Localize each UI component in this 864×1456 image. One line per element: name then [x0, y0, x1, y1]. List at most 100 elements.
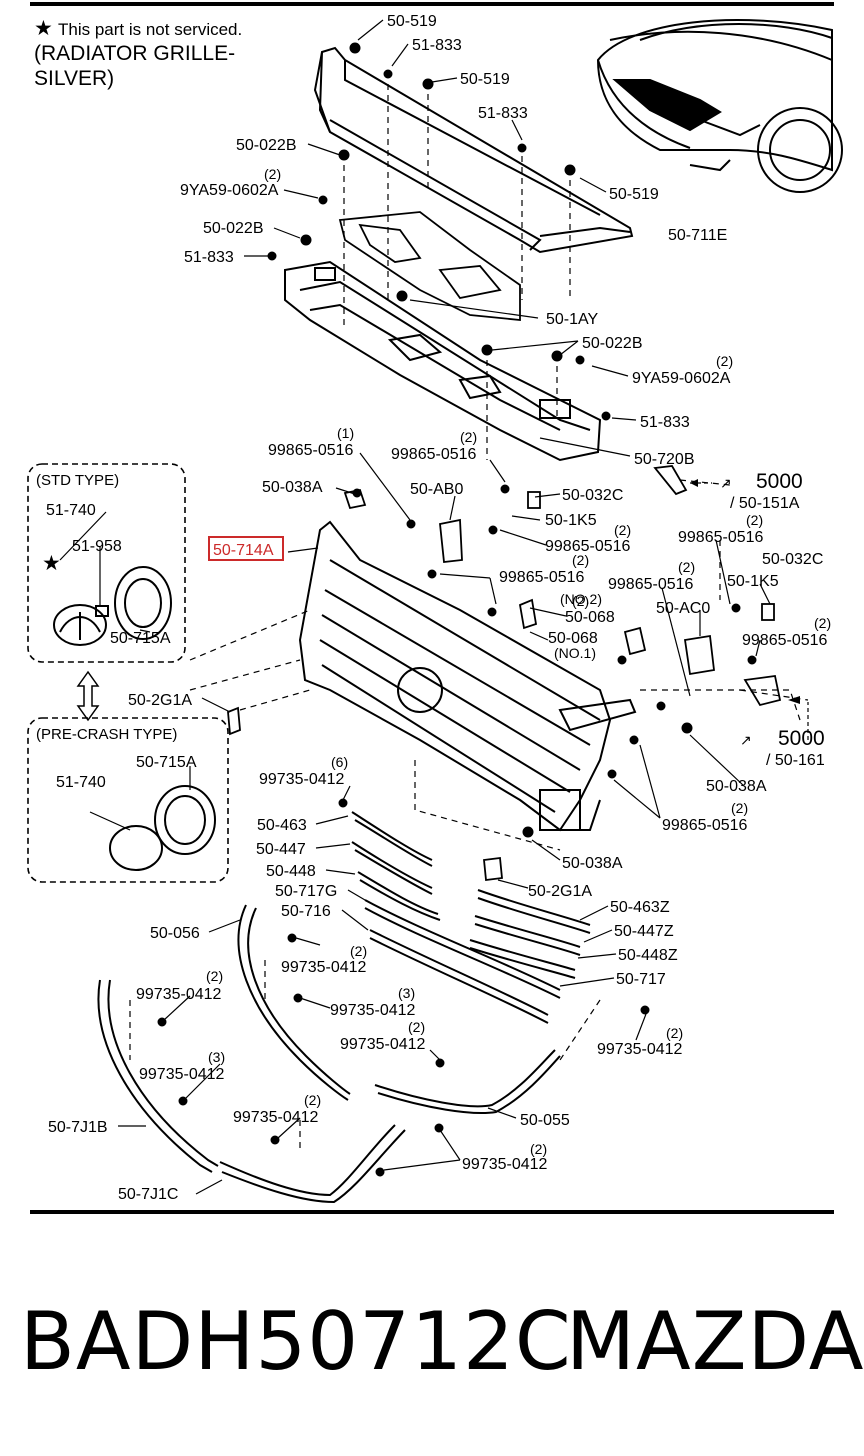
moldings-left: [351, 811, 441, 921]
grille-714a: [298, 520, 637, 832]
part-label: 99735-0412: [233, 1109, 319, 1126]
qty-label: (2): [814, 615, 831, 631]
part-label: 50-AB0: [410, 481, 463, 498]
part-label: 50-056: [150, 925, 200, 942]
lower-garnish: [237, 904, 561, 1115]
ref-151a: / 50-151A: [730, 495, 800, 512]
part-label: 50-720B: [634, 451, 695, 468]
part-label: 99865-0516: [662, 817, 748, 834]
part-label: 50-2G1A: [128, 692, 192, 709]
part-label: 99735-0412: [139, 1066, 225, 1083]
part-label: 50-519: [609, 186, 659, 203]
part-label: 99865-0516: [678, 529, 764, 546]
part-label: 99865-0516: [608, 576, 694, 593]
part-label: 99865-0516: [391, 446, 477, 463]
qty-label: (2): [408, 1019, 425, 1035]
part-label: 99735-0412: [259, 771, 345, 788]
lower-molding-7j1: [97, 979, 406, 1204]
part-label: 50-2G1A: [528, 883, 592, 900]
reference-arrows: [690, 479, 809, 740]
part-label: 50-447: [256, 841, 306, 858]
double-arrow-icon: [76, 670, 100, 722]
part-label: 50-022B: [582, 335, 643, 352]
part-label: 51-833: [478, 105, 528, 122]
part-label: 99865-0516: [268, 442, 354, 459]
part-label: 50-068: [565, 609, 615, 626]
part-label: 99865-0516: [742, 632, 828, 649]
ref-5000-a: 5000: [756, 470, 803, 493]
qty-label: (1): [337, 425, 354, 441]
part-label: 9YA59-0602A: [632, 370, 731, 387]
note-no1: (NO.1): [554, 645, 596, 661]
brand-name: MAZDA: [566, 1295, 864, 1388]
part-label: 50-055: [520, 1112, 570, 1129]
side-clips: [227, 465, 782, 882]
part-label: 51-833: [412, 37, 462, 54]
part-label: 50-038A: [562, 855, 623, 872]
part-label: 50-448: [266, 863, 316, 880]
part-label: 99735-0412: [281, 959, 367, 976]
part-label: 9YA59-0602A: [180, 182, 279, 199]
qty-label: (2): [746, 512, 763, 528]
qty-label: (6): [331, 754, 348, 770]
part-label: 50-463: [257, 817, 307, 834]
part-label: 50-7J1C: [118, 1186, 178, 1203]
air-guide-1ay: [338, 211, 521, 321]
part-label: 50-714A: [213, 542, 274, 559]
qty-label: (2): [304, 1092, 321, 1108]
highlight-box: [208, 536, 284, 561]
part-label: 50-715A: [136, 754, 197, 771]
part-label: 50-1K5: [727, 573, 779, 590]
qty-label: (2): [460, 429, 477, 445]
ref-5000-b: 5000: [778, 727, 825, 750]
quantity-labels: (2) (2) (1) (2) (2) (2) (2) (2) (2) (2) …: [206, 166, 831, 1157]
qty-label: (2): [678, 559, 695, 575]
part-label: 50-463Z: [610, 899, 670, 916]
parts-diagram: ★ This part is not serviced. (RADIATOR G…: [27, 2, 843, 1214]
star-icon-emblem: ★: [42, 552, 61, 575]
upper-bracket-720b: [284, 260, 602, 462]
part-label: 99735-0412: [330, 1002, 416, 1019]
part-label: 99735-0412: [340, 1036, 426, 1053]
part-label: 50-1AY: [546, 311, 599, 328]
diagram-title-line1: (RADIATOR GRILLE-: [34, 42, 235, 65]
qty-label: (2): [530, 1141, 547, 1157]
part-labels: 50-519 51-833 50-519 51-833 50-022B 9YA5…: [46, 13, 828, 1203]
part-label: 50-448Z: [618, 947, 678, 964]
qty-label: (2): [716, 353, 733, 369]
part-label: 51-740: [46, 502, 96, 519]
part-label: 51-833: [640, 414, 690, 431]
part-label: 50-711E: [668, 227, 727, 244]
std-type-box: [27, 463, 186, 663]
leader-lines: [59, 19, 771, 1195]
part-label: 50-717: [616, 971, 666, 988]
emblem-std: [53, 566, 172, 646]
part-label: 51-833: [184, 249, 234, 266]
qty-label: (2): [731, 800, 748, 816]
grille-bars-716-717: [364, 899, 561, 1024]
ref-icon: ↗: [740, 732, 752, 748]
ref-icon: ↗: [720, 475, 732, 491]
part-label: 50-447Z: [614, 923, 674, 940]
part-label: 50-022B: [236, 137, 297, 154]
part-label: 50-068: [548, 630, 598, 647]
part-label: 50-717G: [275, 883, 337, 900]
qty-label: (2): [264, 166, 281, 182]
qty-label: (2): [614, 522, 631, 538]
pre-crash-type-title: (PRE-CRASH TYPE): [36, 726, 177, 743]
part-label: 50-715A: [110, 630, 171, 647]
part-label: 99735-0412: [462, 1156, 548, 1173]
upper-cover-711e: [313, 46, 634, 254]
not-serviced-note: This part is not serviced.: [58, 20, 242, 39]
part-label: 50-AC0: [656, 600, 710, 617]
qty-label: (3): [208, 1049, 225, 1065]
part-label: 50-022B: [203, 220, 264, 237]
note-no2: (NO.2): [560, 591, 602, 607]
part-label: 50-519: [387, 13, 437, 30]
std-type-title: (STD TYPE): [36, 472, 119, 489]
part-label: 51-740: [56, 774, 106, 791]
part-label: 99735-0412: [597, 1041, 683, 1058]
moldings-right: [469, 889, 591, 979]
qty-label: (2): [572, 552, 589, 568]
part-label: 99865-0516: [545, 538, 631, 555]
